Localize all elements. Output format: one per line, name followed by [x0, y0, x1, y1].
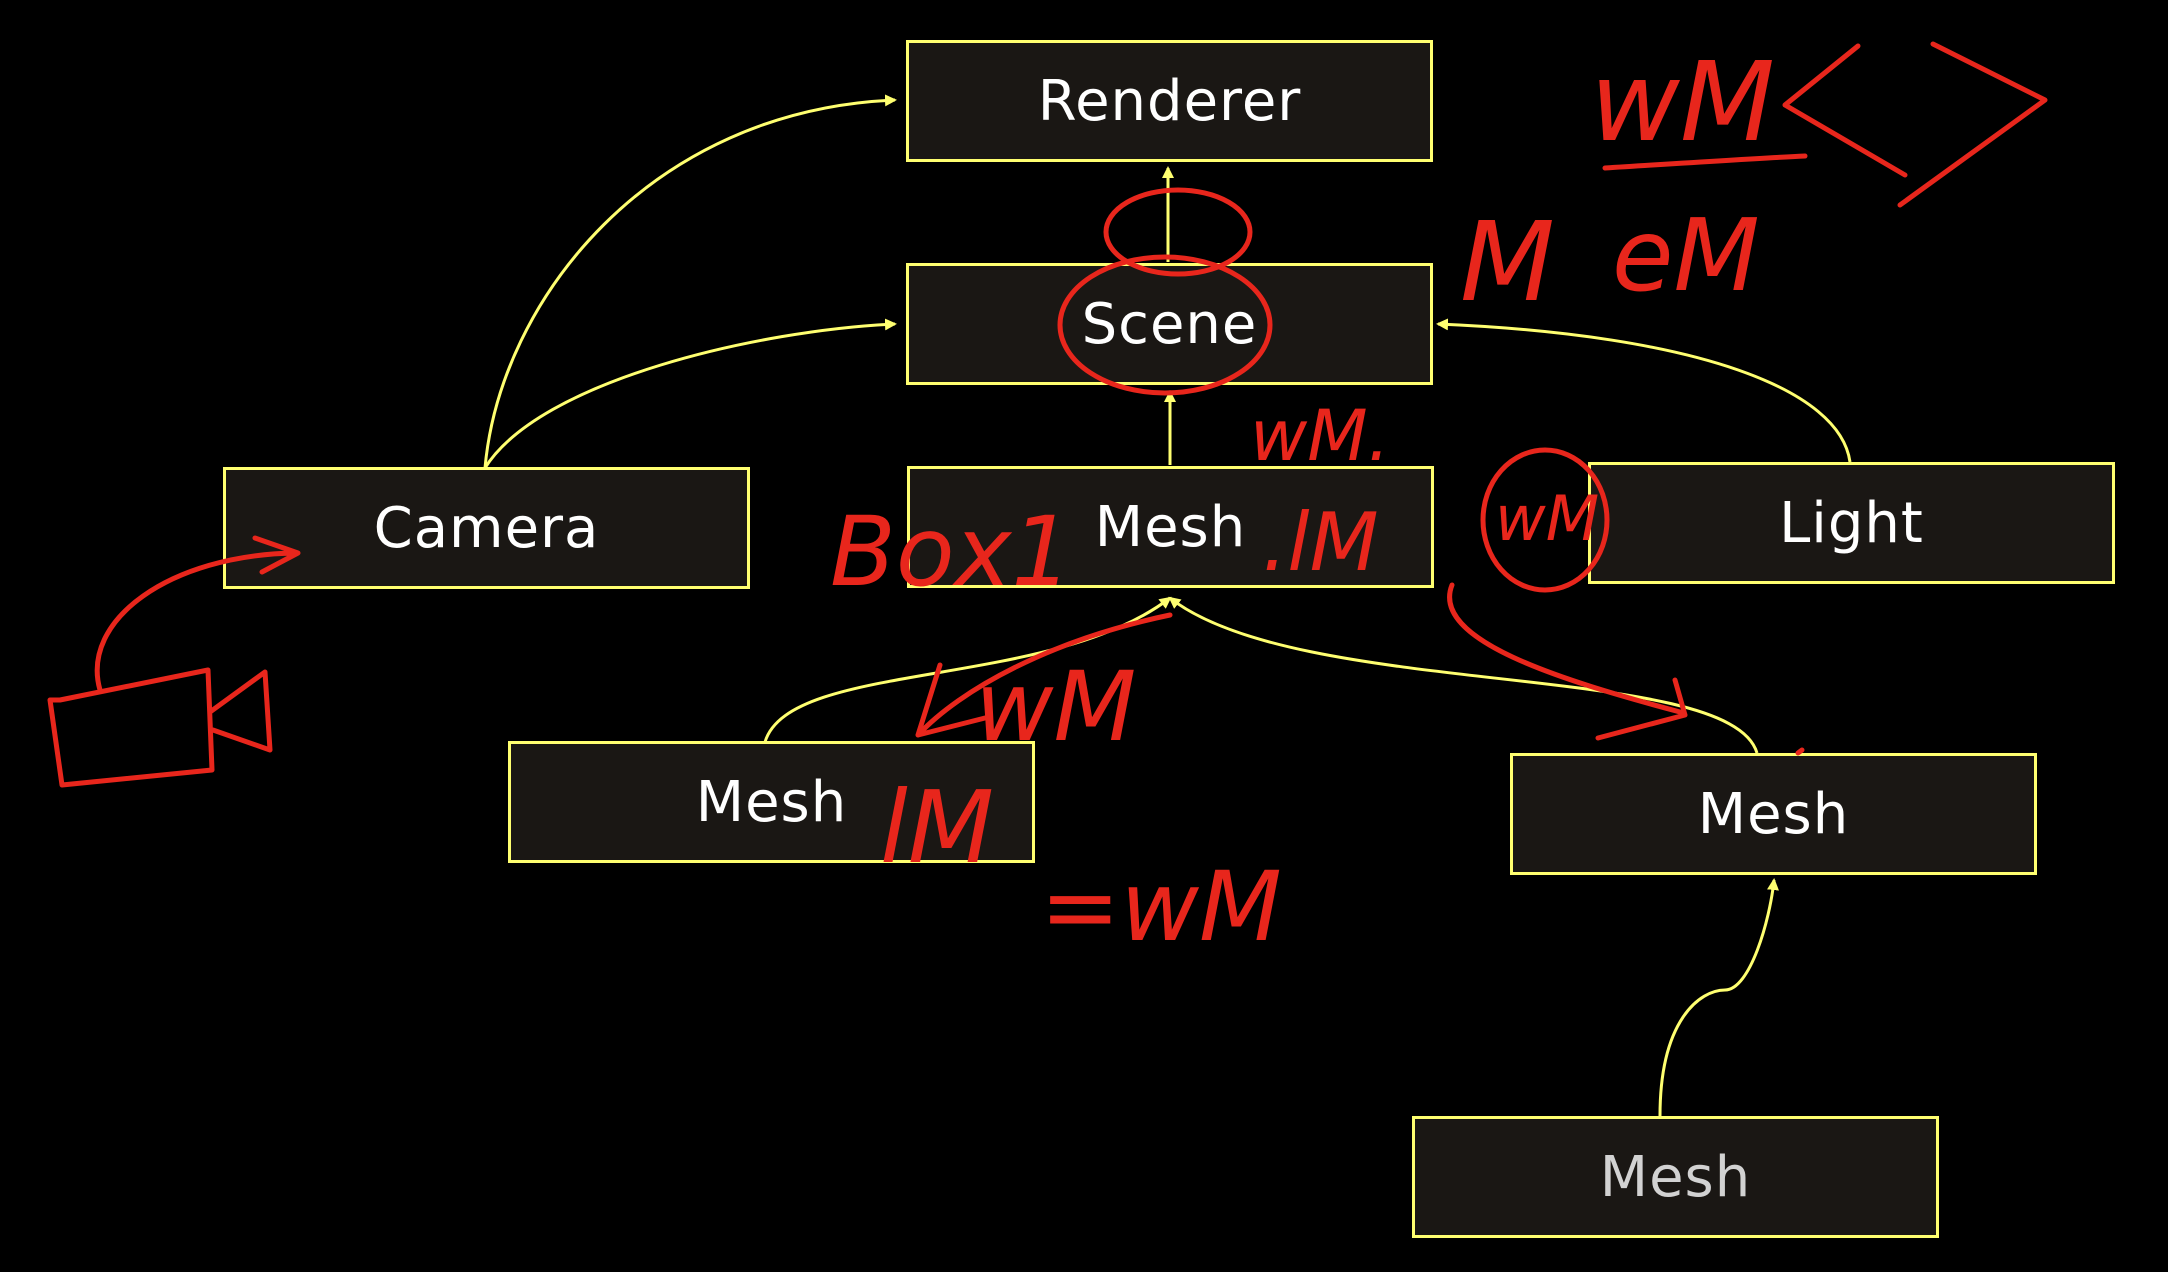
node-scene-label: Scene	[1081, 291, 1258, 357]
tick-mark	[1795, 747, 1805, 756]
angle-bracket-shape	[1782, 41, 2048, 208]
edge-camera-scene	[483, 318, 897, 469]
annotation-em-top: eM	[1612, 197, 1760, 314]
node-mesh-bottom[interactable]: Mesh	[1412, 1116, 1939, 1238]
annotation-wm-branch: wM	[975, 651, 1136, 763]
edge-light-scene	[1436, 318, 1852, 463]
arrow-to-mesh-right	[1447, 582, 1688, 741]
camera-sketch-icon	[47, 667, 273, 788]
annotation-wm-top: wM	[1590, 38, 1775, 166]
node-camera[interactable]: Camera	[223, 467, 750, 589]
edge-camera-renderer	[483, 94, 897, 469]
fraction-line	[1602, 153, 1808, 171]
annotation-m-top: M	[1460, 198, 1555, 326]
node-mesh-right[interactable]: Mesh	[1510, 753, 2037, 875]
wm-circle	[1480, 447, 1610, 593]
annotation-lm-left: lM	[880, 769, 994, 886]
annotation-lm-root: .lM	[1262, 496, 1379, 589]
annotation-eq-wm: =wM	[1040, 851, 1282, 963]
arrow-to-mesh-left	[915, 612, 1173, 738]
node-camera-label: Camera	[373, 495, 600, 561]
node-mesh-root[interactable]: Mesh	[907, 466, 1434, 588]
annotation-wm-circled: wM	[1495, 482, 1599, 555]
edge-meshright-meshroot	[1168, 596, 1759, 754]
node-mesh-left[interactable]: Mesh	[508, 741, 1035, 863]
node-mesh-bottom-label: Mesh	[1599, 1144, 1752, 1210]
node-renderer[interactable]: Renderer	[906, 40, 1433, 162]
node-light-label: Light	[1779, 490, 1924, 556]
edge-meshbottom-meshright	[1658, 878, 1779, 1117]
edge-circle	[1103, 187, 1253, 277]
node-mesh-left-label: Mesh	[695, 769, 848, 835]
camera-arrow	[94, 535, 301, 693]
node-renderer-label: Renderer	[1037, 68, 1302, 134]
node-scene[interactable]: Scene	[906, 263, 1433, 385]
annotation-box1: Box1	[830, 496, 1072, 608]
node-mesh-root-label: Mesh	[1094, 494, 1247, 560]
node-light[interactable]: Light	[1588, 462, 2115, 584]
annotation-wm-scene: wM.	[1250, 395, 1390, 477]
node-mesh-right-label: Mesh	[1697, 781, 1850, 847]
scene-circle	[1057, 254, 1273, 396]
